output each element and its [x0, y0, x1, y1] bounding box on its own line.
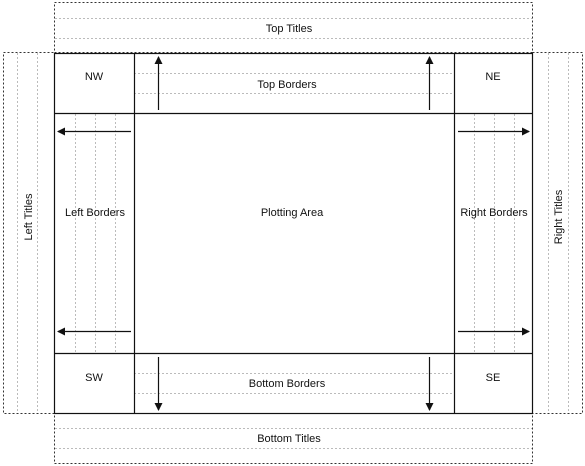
se-label: SE — [486, 372, 501, 384]
right-borders-label: Right Borders — [460, 207, 528, 219]
right-titles-guides — [548, 53, 569, 413]
sw-label: SW — [85, 372, 103, 384]
top-borders-guides — [134, 73, 454, 94]
left-borders-label: Left Borders — [65, 207, 125, 219]
bottom-titles-guides — [55, 428, 532, 449]
left-titles-label: Left Titles — [23, 193, 35, 241]
bottom-borders-label: Bottom Borders — [249, 378, 326, 390]
right-titles-label: Right Titles — [553, 189, 565, 244]
plotting-area-label: Plotting Area — [261, 207, 324, 219]
top-titles-guides — [55, 18, 532, 39]
left-titles-region — [3, 52, 55, 414]
main-frame — [53, 52, 534, 415]
bottom-borders-guides — [134, 373, 454, 394]
nw-label: NW — [85, 71, 104, 83]
top-titles-label: Top Titles — [266, 23, 313, 35]
top-borders-label: Top Borders — [257, 79, 317, 91]
ne-label: NE — [485, 71, 500, 83]
left-borders-guides — [75, 114, 116, 353]
left-titles-guides — [17, 53, 38, 413]
arrows — [57, 56, 530, 411]
bottom-titles-label: Bottom Titles — [257, 433, 321, 445]
right-borders-guides — [474, 114, 515, 353]
